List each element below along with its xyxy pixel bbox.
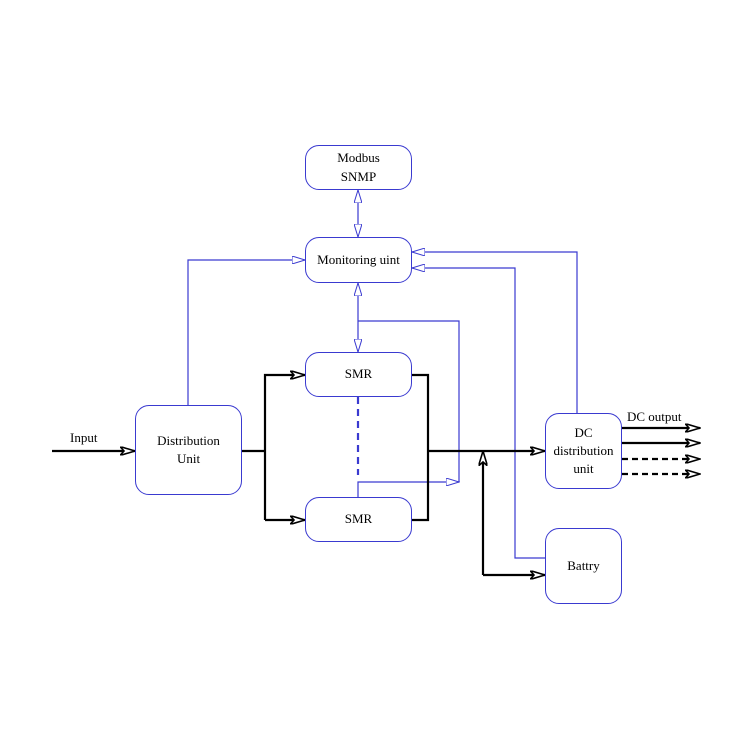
node-label: SMR bbox=[344, 511, 373, 527]
node-label: Modbus bbox=[337, 150, 380, 166]
monitoring-unit-node: Monitoring uint bbox=[305, 237, 412, 283]
battery-node: Battry bbox=[545, 528, 622, 604]
node-label: SNMP bbox=[340, 168, 377, 184]
node-label: DC bbox=[574, 424, 593, 440]
node-label: Monitoring uint bbox=[317, 251, 400, 267]
node-label: Unit bbox=[176, 451, 201, 466]
smr-top-node: SMR bbox=[305, 352, 412, 397]
node-label: unit bbox=[573, 461, 594, 477]
dc-output-label: DC output bbox=[627, 409, 682, 424]
node-label: Distribution bbox=[157, 432, 220, 448]
power-lines bbox=[52, 375, 700, 575]
signal-lines bbox=[187, 190, 578, 559]
dc-distribution-unit-node: DC distribution unit bbox=[545, 413, 622, 489]
smr-bottom-node: SMR bbox=[305, 497, 412, 542]
node-label: distribution bbox=[553, 442, 614, 458]
node-label: Battry bbox=[567, 557, 600, 573]
input-label: Input bbox=[70, 430, 98, 445]
node-label: SMR bbox=[344, 366, 373, 382]
